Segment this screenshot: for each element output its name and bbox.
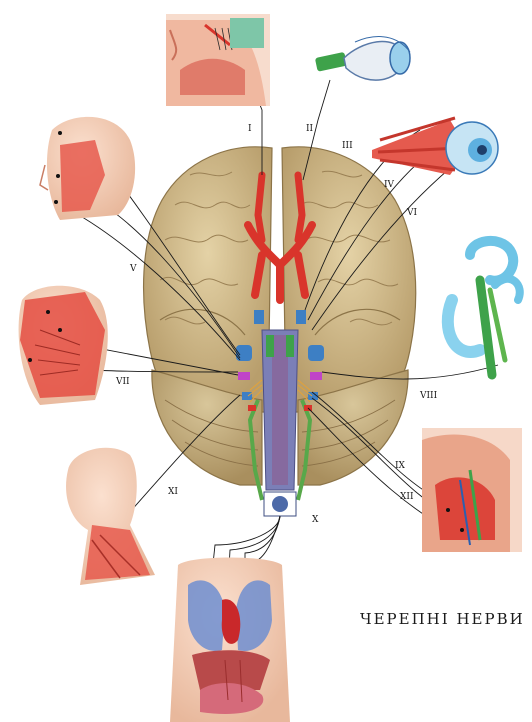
- face-trigeminal-illustration: [40, 117, 135, 220]
- label-nerve-IX: IX: [395, 461, 406, 471]
- label-nerve-V: V: [129, 264, 137, 274]
- diagram-title: ЧЕРЕПНІ НЕРВИ: [360, 610, 525, 628]
- pharynx-illustration: [422, 428, 522, 552]
- label-nerve-II: II: [306, 124, 314, 134]
- nasal-cavity-illustration: [166, 14, 270, 106]
- torso-vagus-illustration: [170, 558, 290, 722]
- label-nerve-XII: XII: [400, 492, 414, 502]
- label-nerve-VII: VII: [115, 377, 130, 387]
- label-nerve-VI: VI: [406, 208, 417, 218]
- inner-ear-illustration: [448, 241, 520, 375]
- brain-base-view: [144, 147, 416, 516]
- neck-accessory-illustration: [66, 448, 155, 585]
- olfactory-tract-left: [258, 175, 262, 240]
- eye-illustration: [315, 37, 410, 81]
- eye-muscles-illustration: [372, 118, 498, 175]
- label-nerve-III: III: [342, 141, 353, 151]
- label-nerve-I: I: [248, 124, 252, 134]
- olfactory-tract-right: [298, 175, 302, 240]
- label-nerve-VIII: VIII: [419, 391, 438, 401]
- label-nerve-X: X: [312, 515, 319, 525]
- label-nerve-XI: XI: [168, 487, 178, 497]
- circle-of-willis: [248, 225, 312, 300]
- face-facial-nerve-illustration: [19, 286, 108, 405]
- label-nerve-IV: IV: [384, 180, 395, 190]
